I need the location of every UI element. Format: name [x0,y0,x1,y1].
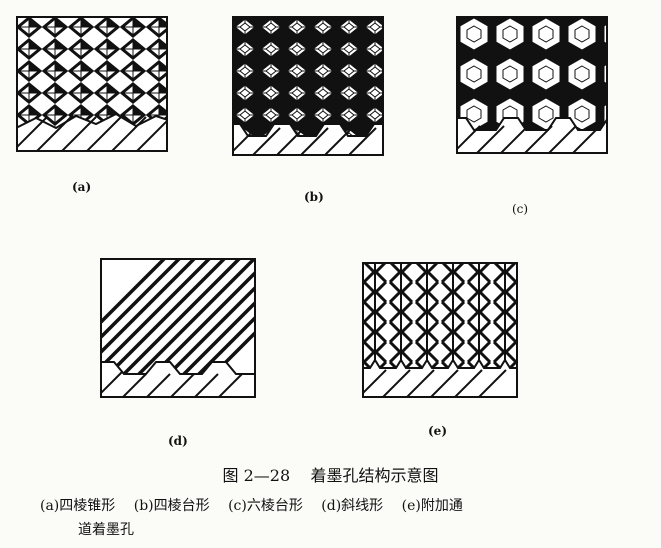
panel-a-label: (a) [72,180,92,194]
panel-b-frustum-cells [232,16,384,156]
figure-legend: (a)四棱锥形 (b)四棱台形 (c)六棱台形 (d)斜线形 (e)附加通 道着… [40,494,640,538]
panel-a-pyramid-cells [16,16,168,152]
panel-e-channel-cells [362,262,518,398]
figure-caption: 图 2—28 着墨孔结构示意图 [0,462,661,486]
legend-item-e-continued: 道着墨孔 [78,522,134,538]
panel-c-label: (c) [512,202,529,216]
panel-e-label: (e) [428,424,447,438]
panel-c-hexagonal-cells [456,16,608,154]
legend-item-d: (d)斜线形 [321,498,384,514]
legend-item-a: (a)四棱锥形 [40,498,116,514]
figure-number: 图 2—28 [222,466,291,485]
legend-item-e: (e)附加通 [401,498,463,514]
figure-title: 着墨孔结构示意图 [310,466,439,485]
panel-d-label: (d) [168,434,188,448]
panel-b-label: (b) [304,190,324,204]
legend-item-c: (c)六棱台形 [228,498,303,514]
panel-d-diagonal-line-cells [100,258,256,398]
legend-item-b: (b)四棱台形 [133,498,210,514]
